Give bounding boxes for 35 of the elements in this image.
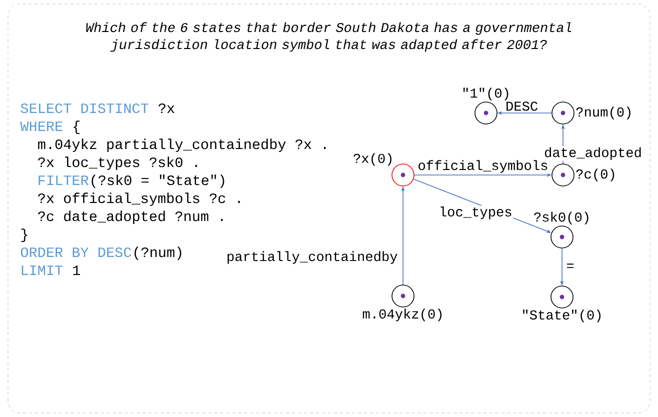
variable-node: "State"(0) xyxy=(523,286,601,322)
variable-node: m.04ykz(0) xyxy=(362,284,442,322)
node-label: ?c(0) xyxy=(576,168,614,182)
code-text: 1 xyxy=(73,266,80,275)
node-label: ?num(0) xyxy=(576,106,630,120)
edge-label: loc_types xyxy=(440,206,512,220)
variable-node: ?num(0) xyxy=(552,102,630,124)
node-label: ?x(0) xyxy=(354,153,392,166)
node-label: "State"(0) xyxy=(523,310,601,322)
edge-label: = xyxy=(566,264,574,268)
node-label: m.04ykz(0) xyxy=(362,308,442,322)
code-keyword: LIMIT xyxy=(22,266,63,275)
code-text: } xyxy=(21,228,28,242)
question-title: Which of the 6 states that border South Dakota has a governmental jurisdiction location symbol that was adapted after 2001? xyxy=(86,22,572,52)
code-text: (?num) xyxy=(134,246,182,260)
code-keyword: ORDER BY DESC xyxy=(20,247,132,258)
variable-node: ?c(0) xyxy=(552,164,614,186)
variable-node: ?x(0) xyxy=(354,153,414,186)
code-keyword: WHERE xyxy=(20,122,62,131)
edge-label: date_adopted xyxy=(544,147,641,160)
code-text: m.04ykz partially_containedby ?x . xyxy=(38,138,326,152)
edge-label: partially_containedby xyxy=(228,251,398,264)
code-text: ?c date_adopted ?num . xyxy=(38,210,223,224)
code-keyword: SELECT DISTINCT xyxy=(20,103,148,114)
code-keyword: FILTER xyxy=(38,176,89,185)
code-text: ?x official_symbols ?c . xyxy=(38,192,240,206)
code-text: ?x xyxy=(158,103,174,113)
code-text: { xyxy=(74,120,80,134)
node-label: "1"(0) xyxy=(463,88,508,100)
edge-label: official_symbols xyxy=(418,160,548,173)
edge-label: DESC xyxy=(506,102,538,111)
code-text: (?sk0 = "State") xyxy=(92,174,224,188)
variable-node: ?sk0(0) xyxy=(534,212,588,248)
code-text: ?x loc_types ?sk0 . xyxy=(38,156,197,170)
node-label: ?sk0(0) xyxy=(534,212,588,224)
